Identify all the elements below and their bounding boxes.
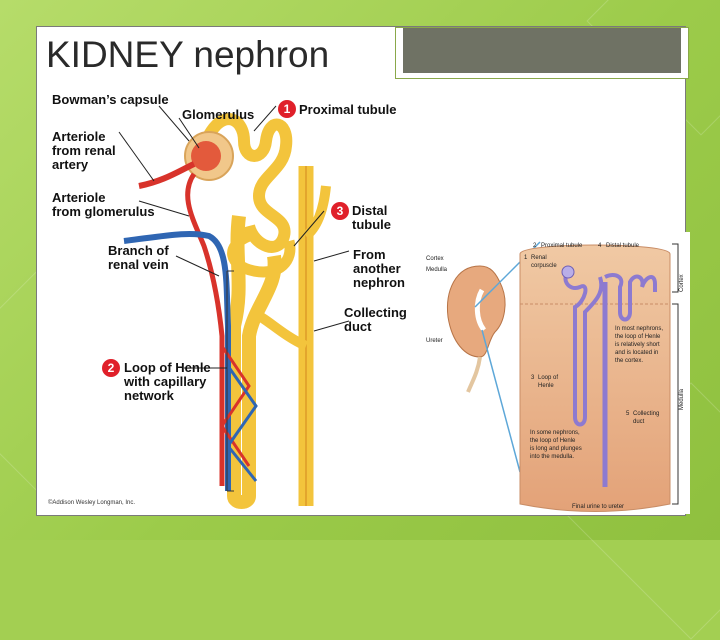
label-glomerulus: Glomerulus — [182, 107, 254, 122]
label-loop-of-henle: with capillary — [123, 374, 207, 389]
label-renal: Renal — [531, 255, 547, 261]
label-arteriole-renal: from renal — [52, 143, 116, 158]
label-from-another-nephron: another — [353, 261, 401, 276]
label-collecting-duct: duct — [344, 319, 372, 334]
label-renal: corpuscle — [531, 263, 557, 269]
label-from-another-nephron: From — [353, 247, 386, 262]
label-proximal-tubule: Proximal tubule — [299, 102, 397, 117]
note-short-loop: the cortex. — [615, 358, 643, 364]
title-tab — [395, 27, 689, 79]
note-long-loop: the loop of Henle — [530, 438, 576, 444]
label-collecting-duct: Collecting — [344, 305, 407, 320]
badge-proximal-number: 1 — [284, 102, 291, 116]
label-loop-of-henle: Loop of Henle — [124, 360, 211, 375]
badge-loop-number: 2 — [108, 361, 115, 375]
label-collecting: duct — [633, 419, 645, 425]
label-branch-renal-vein: Branch of — [108, 243, 169, 258]
label-distal: Distal tubule — [606, 243, 640, 249]
note-short-loop: is relatively short — [615, 342, 660, 348]
label-side-medulla: Medulla — [679, 388, 685, 410]
label-arteriole-renal: artery — [52, 157, 89, 172]
copyright-text: ©Addison Wesley Longman, Inc. — [48, 499, 135, 506]
label-from-another-nephron: nephron — [353, 275, 405, 290]
glomerulus — [191, 141, 221, 171]
label-arteriole-glomerulus: Arteriole — [52, 190, 105, 205]
label-bowmans-capsule: Bowman’s capsule — [52, 92, 169, 107]
label-branch-renal-vein: renal vein — [108, 257, 169, 272]
slide-title: KIDNEY nephron — [46, 34, 329, 76]
label-distal-tubule: tubule — [352, 217, 391, 232]
title-tab-fill — [403, 28, 681, 73]
label-final-urine: Final urine to ureter — [572, 504, 624, 510]
label-distal-tubule: Distal — [352, 203, 387, 218]
label-loop: Loop of — [538, 375, 558, 381]
note-short-loop: In most nephrons, — [615, 326, 663, 332]
label-proximal: Proximal tubule — [541, 243, 583, 249]
label-side-cortex: Cortex — [679, 274, 685, 292]
note-long-loop: is long and plunges — [530, 446, 582, 452]
nephron-diagram: 1 3 2 Bowman’s capsule Glomerulus Proxim… — [44, 86, 421, 514]
badge-distal-number: 3 — [337, 204, 344, 218]
label-ureter: Ureter — [426, 338, 443, 344]
label-cortex: Cortex — [426, 256, 444, 262]
label-arteriole-renal: Arteriole — [52, 129, 105, 144]
label-collecting: Collecting — [633, 411, 659, 417]
label-arteriole-glomerulus: from glomerulus — [52, 204, 155, 219]
note-short-loop: and is located in — [615, 350, 658, 356]
kidney-overview-diagram: Cortex Medulla Ureter 2 Proximal tubule … — [420, 232, 690, 514]
note-long-loop: In some nephrons, — [530, 430, 580, 436]
note-short-loop: the loop of Henle — [615, 334, 661, 340]
note-long-loop: into the medulla. — [530, 454, 574, 460]
renal-corpuscle — [562, 266, 574, 278]
label-loop-of-henle: network — [124, 388, 175, 403]
label-medulla: Medulla — [426, 267, 448, 273]
label-loop: Henle — [538, 383, 554, 389]
